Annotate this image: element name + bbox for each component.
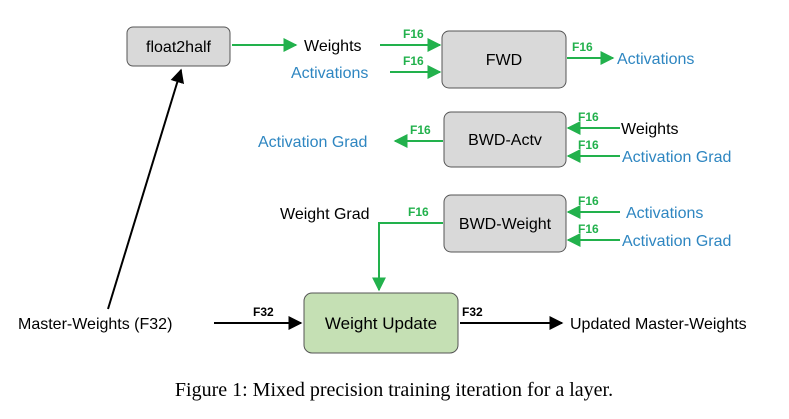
tag-f16-weight-grad: F16: [408, 205, 429, 219]
tag-f16-weights: F16: [403, 27, 424, 41]
label-updated-master-weights: Updated Master-Weights: [570, 316, 747, 333]
bwd-actv-box: BWD-Actv: [443, 111, 567, 168]
label-activations-bwd-weight: Activations: [626, 205, 703, 222]
tag-f16-weights-bwd: F16: [578, 110, 599, 124]
tag-f16-activation-grad-out: F16: [410, 123, 431, 137]
float2half-label: float2half: [146, 39, 211, 56]
label-weights-bwd: Weights: [621, 121, 679, 138]
figure-caption: Figure 1: Mixed precision training itera…: [175, 379, 613, 401]
bwd-actv-label: BWD-Actv: [468, 132, 542, 149]
fwd-label: FWD: [486, 52, 522, 69]
arrow-master-weights-to-float2half: [107, 68, 185, 310]
tag-f16-activations-bwd-weight: F16: [578, 194, 599, 208]
label-activations-out: Activations: [617, 51, 694, 68]
label-activations-in: Activations: [291, 65, 368, 82]
weight-update-label: Weight Update: [325, 314, 437, 333]
tag-f16-activation-grad-in-2: F16: [578, 222, 599, 236]
label-activation-grad-in-1: Activation Grad: [622, 149, 731, 166]
label-activation-grad-out: Activation Grad: [258, 134, 367, 151]
tag-f16-activations: F16: [403, 54, 424, 68]
label-weights-in: Weights: [304, 38, 362, 55]
fwd-box: FWD: [441, 30, 567, 89]
label-activation-grad-in-2: Activation Grad: [622, 233, 731, 250]
arrow-bwd-weight-to-weight-update: [372, 222, 443, 292]
bwd-weight-box: BWD-Weight: [443, 194, 567, 253]
tag-f16-fwd-out: F16: [572, 40, 593, 54]
label-master-weights: Master-Weights (F32): [18, 316, 172, 333]
bwd-weight-label: BWD-Weight: [459, 216, 552, 233]
float2half-box: float2half: [126, 26, 231, 67]
tag-f32-in: F32: [253, 305, 274, 319]
label-weight-grad: Weight Grad: [280, 206, 370, 223]
tag-f16-activation-grad-in-1: F16: [578, 138, 599, 152]
tag-f32-out: F32: [462, 305, 483, 319]
weight-update-box: Weight Update: [303, 292, 459, 354]
